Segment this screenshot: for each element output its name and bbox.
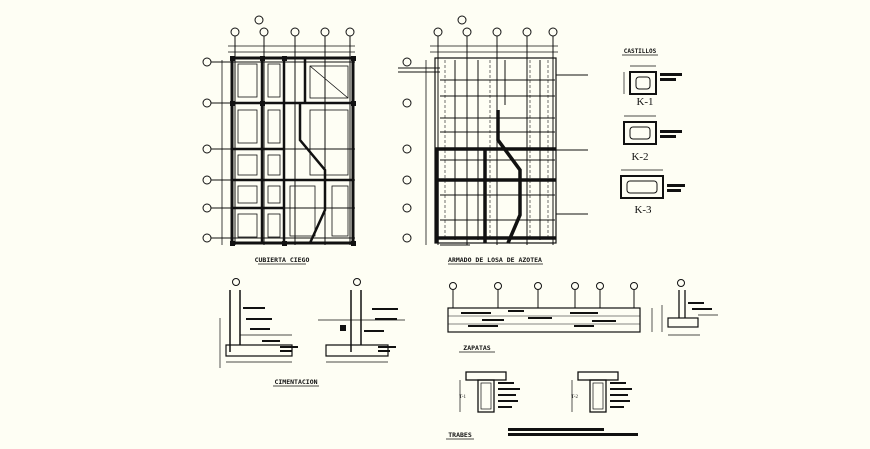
castillos-title: CASTILLOS [624, 48, 657, 55]
slab-reinforcement-plan [398, 15, 588, 246]
castillo-k3-section [620, 169, 685, 199]
trabes-title: TRABES [448, 431, 472, 439]
plan2-axis-bubbles-top [433, 15, 558, 245]
castillo-k1-label: K-1 [636, 96, 653, 108]
plan2-axis-bubbles-left [402, 57, 412, 243]
trabe-t2-label: T-2 [571, 395, 578, 400]
foundation-detail-right [318, 278, 405, 363]
castillo-k2-section [623, 115, 682, 145]
footing-strip-plan [447, 282, 653, 333]
trabe-t1-section [459, 371, 520, 413]
plan2-title: ARMADO DE LOSA DE AZOTEA [448, 256, 542, 264]
trabes-notes [508, 428, 638, 436]
castillo-k2-label: K-2 [631, 151, 648, 163]
plan1-axis-bubbles-top [230, 15, 355, 245]
footings-title: ZAPATAS [463, 344, 490, 352]
trabe-t2-section [571, 371, 632, 413]
foundation-title: CIMENTACION [274, 378, 317, 386]
plan1-title: CUBIERTA CIEGO [255, 256, 310, 264]
castillo-k3-label: K-3 [634, 204, 652, 216]
castillo-k1-section [623, 65, 682, 95]
footing-section-detail [661, 279, 718, 336]
foundation-detail-left [219, 278, 298, 368]
roof-plan [202, 15, 356, 246]
trabe-t1-label: T-1 [459, 395, 466, 400]
